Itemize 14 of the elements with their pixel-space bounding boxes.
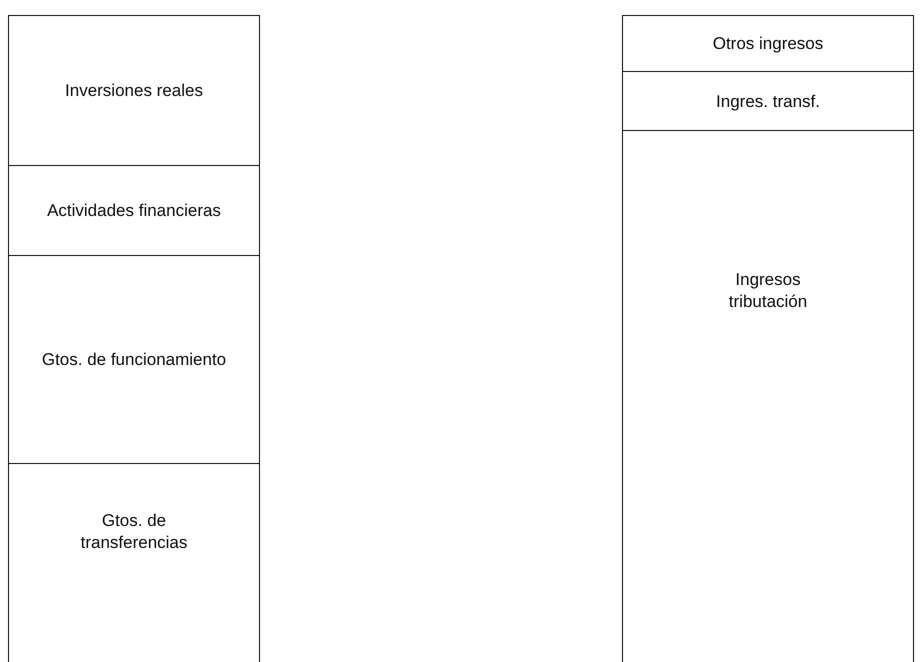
stacked-segment <box>622 15 914 72</box>
segment-label: Otros ingresos <box>712 33 824 55</box>
stacked-segment <box>8 165 260 256</box>
segment-label: Ingresos tributación <box>728 269 808 313</box>
segment-label: Gtos. de transferencias <box>80 510 188 554</box>
stacked-segment <box>622 130 914 662</box>
stacked-segment <box>622 71 914 131</box>
segment-label: Ingres. transf. <box>716 90 820 112</box>
segment-label: Gtos. de funcionamiento <box>42 349 226 371</box>
stacked-segment <box>8 15 260 166</box>
segment-label: Actividades financieras <box>47 200 221 222</box>
stacked-segment <box>8 255 260 464</box>
segment-label: Inversiones reales <box>65 80 203 102</box>
stacked-segment <box>8 463 260 662</box>
